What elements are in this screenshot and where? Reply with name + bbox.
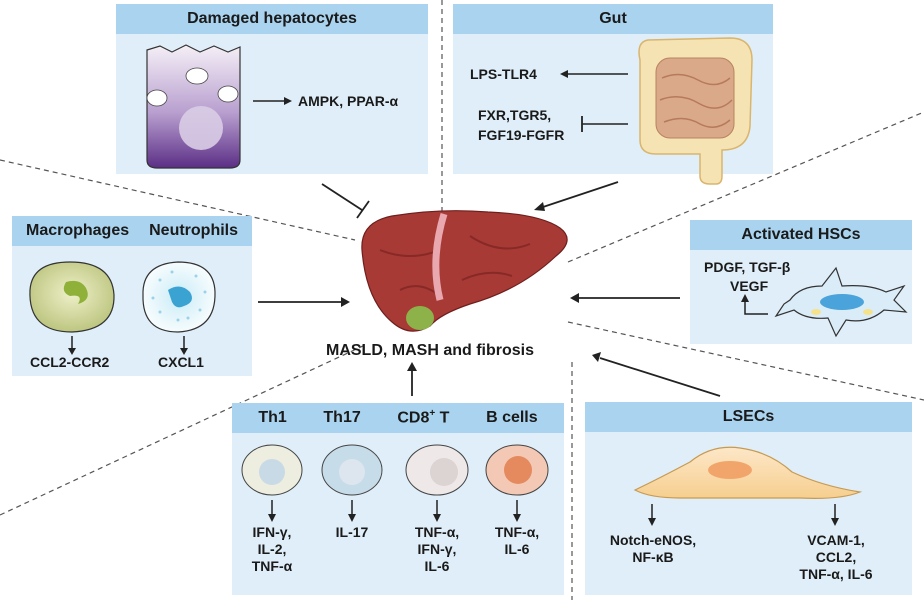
hsc-pdgf-tgf-label: PDGF, TGF-β: [704, 259, 791, 275]
lsec-left-outputs: Notch-eNOS,NF-κB: [609, 532, 697, 565]
neutrophil-output-label: CXCL1: [158, 354, 204, 370]
gut-panel: Gut: [453, 4, 773, 174]
cd8-outputs: TNF-α,IFN-γ,IL-6: [414, 524, 460, 574]
neutrophils-title: Neutrophils: [149, 222, 238, 239]
divider-lower-right: [567, 321, 924, 401]
myeloid-header: Macrophages Neutrophils: [12, 216, 252, 246]
macrophages-title: Macrophages: [25, 222, 130, 239]
gut-fxr-tgr5-label: FXR,TGR5,: [478, 107, 552, 123]
bcells-outputs: TNF-α,IL-6: [494, 524, 540, 557]
lsec-title: LSECs: [585, 402, 912, 432]
hepatocyte-pathway-label: AMPK, PPAR-α: [298, 93, 399, 109]
th1-outputs: IFN-γ,IL-2,TNF-α: [251, 524, 293, 574]
th17-outputs: IL-17: [335, 524, 369, 540]
th17-title: Th17: [323, 409, 361, 426]
lymphocyte-panel: Th1 Th17 CD8+ T B cells: [232, 403, 564, 595]
gut-title: Gut: [453, 4, 773, 34]
divider-upper-left: [0, 159, 356, 241]
divider-lower-left: [0, 344, 366, 516]
lsec-right-outputs: VCAM-1,CCL2,TNF-α, IL-6: [799, 532, 873, 582]
gut-fgf19-fgfr-label: FGF19-FGFR: [478, 127, 565, 143]
th1-title: Th1: [258, 409, 287, 426]
bcells-title: B cells: [486, 409, 538, 426]
hepatocytes-panel: Damaged hepatocytes: [116, 4, 428, 174]
hepatocytes-title: Damaged hepatocytes: [116, 4, 428, 34]
divider-upper-right: [567, 111, 924, 263]
hsc-panel: Activated HSCs: [690, 220, 912, 344]
gut-lps-tlr4-label: LPS-TLR4: [470, 66, 537, 82]
myeloid-panel: Macrophages Neutrophils: [12, 216, 252, 376]
liver-caption: MASLD, MASH and fibrosis: [326, 342, 535, 359]
hsc-title: Activated HSCs: [690, 220, 912, 250]
cd8-title: CD8+ T: [397, 408, 450, 427]
macrophage-output-label: CCL2-CCR2: [30, 354, 110, 370]
hsc-vegf-label: VEGF: [730, 278, 769, 294]
lymphocyte-header: Th1 Th17 CD8+ T B cells: [232, 403, 564, 433]
